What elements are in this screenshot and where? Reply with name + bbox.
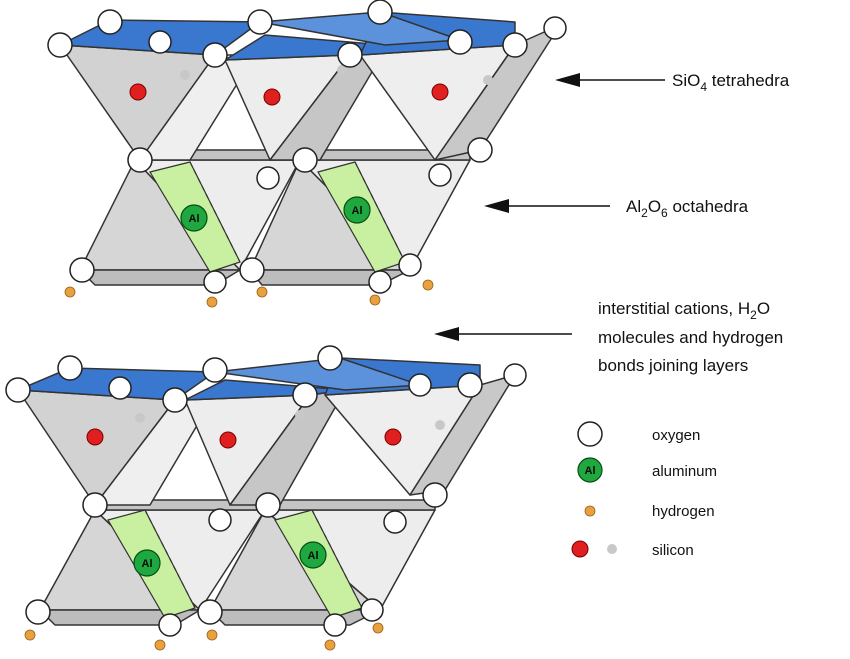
legend-label-aluminum: aluminum bbox=[652, 463, 717, 480]
tetrahedra-label: SiO4 tetrahedra bbox=[672, 71, 790, 94]
legend-item-aluminum: Al aluminum bbox=[577, 457, 717, 483]
silicon-atom-back bbox=[135, 413, 145, 423]
aluminum-atom bbox=[343, 196, 371, 224]
upper-layer: Al Al bbox=[47, 0, 567, 308]
upper-silicon-atoms bbox=[129, 65, 493, 106]
lower-aluminum-atoms: Al Al bbox=[133, 541, 327, 577]
lower-oxygen-atoms bbox=[5, 345, 527, 637]
aluminum-atom bbox=[133, 549, 161, 577]
legend-label-hydrogen: hydrogen bbox=[652, 503, 715, 520]
arrowhead bbox=[484, 199, 509, 213]
aluminum-atom-label: Al bbox=[189, 213, 200, 225]
aluminum-atom-label: Al bbox=[308, 550, 319, 562]
aluminum-swatch bbox=[577, 457, 603, 483]
silicon-atom bbox=[431, 83, 449, 101]
annotation-tetrahedra: SiO4 tetrahedra bbox=[555, 71, 790, 94]
interlayer-label-line-2: molecules and hydrogen bbox=[598, 328, 783, 347]
silicon-atom bbox=[86, 428, 104, 446]
silicon-atom-back bbox=[483, 75, 493, 85]
aluminum-atom-label: Al bbox=[352, 205, 363, 217]
annotation-interlayer: interstitial cations, H2O molecules and … bbox=[434, 299, 783, 375]
hydrogen-swatch bbox=[584, 505, 596, 517]
silicon-atom bbox=[129, 83, 147, 101]
arrowhead bbox=[434, 327, 459, 341]
aluminum-atom-label: Al bbox=[142, 558, 153, 570]
annotation-octahedra: Al2O6 octahedra bbox=[484, 197, 749, 220]
silicon-atom bbox=[384, 428, 402, 446]
silicon-swatch bbox=[571, 540, 589, 558]
octahedra-label: Al2O6 octahedra bbox=[626, 197, 749, 220]
upper-oxygen-atoms bbox=[47, 0, 567, 294]
legend-label-silicon: silicon bbox=[652, 542, 694, 559]
lower-silicon-atoms bbox=[86, 410, 445, 449]
legend-item-silicon: silicon bbox=[571, 540, 694, 559]
aluminum-swatch-label: Al bbox=[585, 465, 596, 477]
legend-label-oxygen: oxygen bbox=[652, 427, 700, 444]
arrowhead bbox=[555, 73, 580, 87]
silicon-atom-back bbox=[435, 420, 445, 430]
silicon-atom bbox=[219, 431, 237, 449]
legend: oxygen Al aluminum hydrogen silicon bbox=[571, 421, 717, 559]
legend-item-oxygen: oxygen bbox=[577, 421, 700, 447]
interlayer-label-line-1: interstitial cations, H2O bbox=[598, 299, 770, 322]
aluminum-atom bbox=[180, 204, 208, 232]
lower-hydrogen-atoms bbox=[24, 622, 384, 651]
legend-item-hydrogen: hydrogen bbox=[584, 503, 715, 520]
interlayer-label-line-3: bonds joining layers bbox=[598, 356, 748, 375]
lower-layer: Al Al bbox=[5, 345, 527, 651]
silicon-swatch-back bbox=[607, 544, 617, 554]
silicon-atom bbox=[263, 88, 281, 106]
silicon-atom-back bbox=[337, 65, 347, 75]
silicon-atom-back bbox=[295, 410, 305, 420]
silicon-atom-back bbox=[180, 70, 190, 80]
aluminum-atom bbox=[299, 541, 327, 569]
oxygen-swatch bbox=[577, 421, 603, 447]
upper-hydrogen-atoms bbox=[64, 279, 434, 308]
upper-aluminum-atoms: Al Al bbox=[180, 196, 371, 232]
